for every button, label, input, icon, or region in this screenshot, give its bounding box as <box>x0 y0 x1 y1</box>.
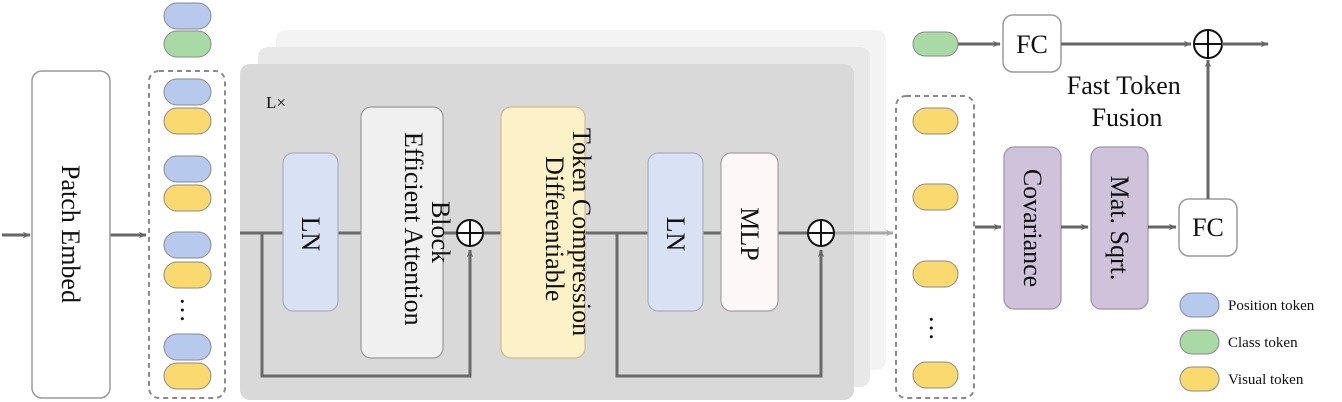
patch-embed-box <box>31 70 111 399</box>
ellipsis-2: … <box>924 315 953 341</box>
mat-sqrt-label: Mat. Sqrt. <box>1105 176 1134 281</box>
legend-swatch <box>1179 329 1220 355</box>
token-compression-box <box>500 106 586 359</box>
legend-label: Class token <box>1228 335 1298 351</box>
residual-connection-1 <box>260 233 474 378</box>
visual-token <box>912 183 959 211</box>
efficient-attention-line-2: Block <box>426 201 455 263</box>
covariance-label: Covariance <box>1018 169 1047 287</box>
position-token <box>163 78 212 106</box>
residual-connection-2 <box>615 233 825 378</box>
visual-token <box>163 184 212 212</box>
add-operator-2 <box>807 219 835 247</box>
ln-box-2 <box>647 152 704 312</box>
legend-label: Position token <box>1228 298 1315 314</box>
legend-swatch <box>1179 292 1220 318</box>
efficient-attention-box <box>360 106 444 359</box>
repeat-label: L× <box>266 93 286 112</box>
fast-token-fusion-line-1: Fast Token <box>1067 71 1181 100</box>
token-compression-line-2: Token Compression <box>567 128 596 336</box>
fast-token-fusion-line-2: Fusion <box>1092 103 1163 132</box>
legend-label: Visual token <box>1228 372 1304 388</box>
ln-label-1: LN <box>296 217 325 252</box>
efficient-attention-label: Efficient Attention Block <box>399 132 455 332</box>
position-token <box>163 155 212 183</box>
fast-token-fusion-label: Fast Token Fusion <box>1067 71 1187 132</box>
legend-swatch <box>1179 366 1220 392</box>
class-token <box>163 30 212 58</box>
token-column-input-border <box>148 70 226 399</box>
patch-embed-label: Patch Embed <box>56 165 85 303</box>
ellipsis-1: … <box>175 297 204 323</box>
position-token <box>163 333 212 361</box>
mlp-label: MLP <box>735 207 764 260</box>
token-compression-line-1: Differentiable <box>540 156 569 301</box>
token-column-output <box>912 107 959 389</box>
visual-token <box>912 361 959 389</box>
efficient-attention-line-1: Efficient Attention <box>399 132 428 326</box>
visual-token <box>163 261 212 289</box>
fc-label-right: FC <box>1192 213 1224 242</box>
visual-token <box>912 107 959 135</box>
class-token-output <box>912 31 959 57</box>
token-column-input <box>163 2 212 390</box>
position-token <box>163 2 212 30</box>
token-compression-label: Differentiable Token Compression <box>540 128 596 336</box>
visual-token <box>163 362 212 390</box>
visual-token <box>163 107 212 135</box>
add-operator-3 <box>1193 29 1223 59</box>
ln-label-2: LN <box>661 217 690 252</box>
add-operator-1 <box>456 219 484 247</box>
fc-label-top: FC <box>1016 30 1048 59</box>
visual-token <box>912 260 959 288</box>
token-column-output-border <box>895 95 975 399</box>
position-token <box>163 231 212 259</box>
ln-box-1 <box>282 152 339 312</box>
mlp-box <box>720 152 779 312</box>
